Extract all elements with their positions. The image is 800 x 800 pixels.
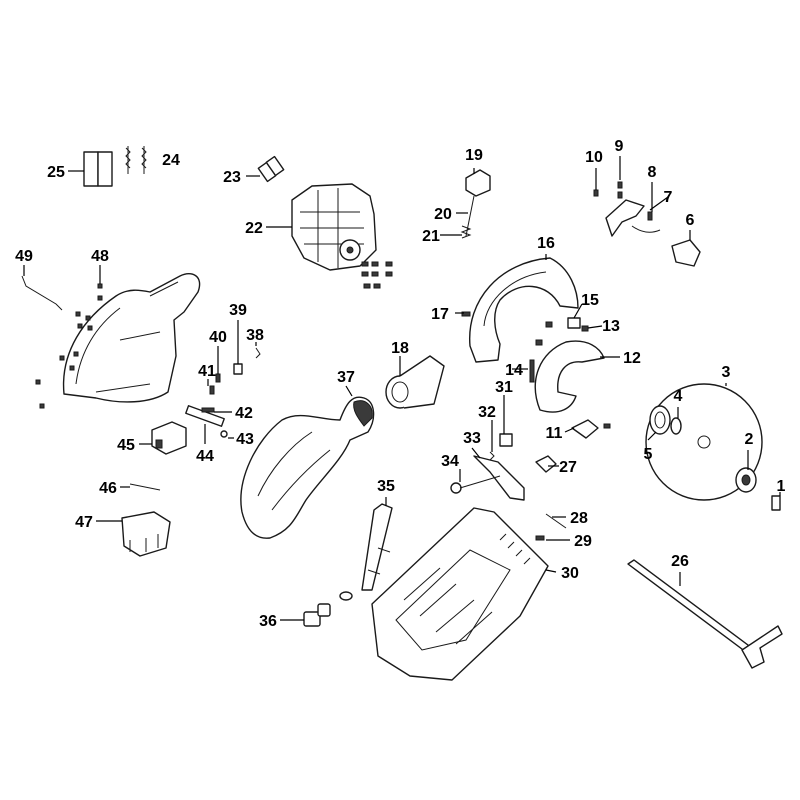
callout-5: 5 xyxy=(644,446,653,463)
callout-47: 47 xyxy=(75,514,93,531)
callout-11: 11 xyxy=(546,425,563,442)
part-1-bolt xyxy=(771,495,781,511)
callout-21: 21 xyxy=(422,228,440,245)
part-11-lever xyxy=(571,419,611,439)
callout-16: 16 xyxy=(537,235,555,252)
callout-42: 42 xyxy=(235,405,253,422)
callout-35: 35 xyxy=(377,478,395,495)
callout-23: 23 xyxy=(223,169,241,186)
part-27-34-depth-adjust xyxy=(450,433,557,501)
callout-4: 4 xyxy=(674,388,683,405)
callout-20: 20 xyxy=(434,206,452,223)
callout-40: 40 xyxy=(209,329,227,346)
callout-8: 8 xyxy=(648,164,657,181)
callout-labels: 1 2 3 4 5 6 7 8 9 10 11 12 13 14 15 16 1… xyxy=(15,138,785,630)
part-45-switch xyxy=(151,421,187,455)
part-35-depth-bracket xyxy=(339,503,393,601)
callout-31: 31 xyxy=(495,379,513,396)
leader-lines xyxy=(23,156,781,621)
part-6-to-10-switch-assembly xyxy=(593,181,701,267)
callout-24: 24 xyxy=(162,152,180,169)
callout-25: 25 xyxy=(47,164,65,181)
part-28-29-pins xyxy=(535,513,567,541)
callout-30: 30 xyxy=(561,565,579,582)
callout-17: 17 xyxy=(431,306,449,323)
callout-46: 46 xyxy=(99,480,117,497)
callout-12: 12 xyxy=(623,350,641,367)
part-37-handle-housing xyxy=(240,396,375,539)
callout-29: 29 xyxy=(574,533,592,550)
part-2-flange xyxy=(735,467,757,493)
callout-48: 48 xyxy=(91,248,109,265)
part-14-pin xyxy=(529,359,535,383)
part-18-dust-port xyxy=(385,355,445,409)
part-19-20-21-shaft-lock xyxy=(460,169,491,239)
part-17-screw xyxy=(461,311,471,317)
callout-27: 27 xyxy=(559,459,577,476)
callout-7: 7 xyxy=(664,189,673,206)
part-30-base-plate xyxy=(371,507,549,681)
callout-34: 34 xyxy=(441,453,459,470)
part-25-carbon-brushes xyxy=(83,151,113,187)
callout-36: 36 xyxy=(259,613,277,630)
part-4-5-washers xyxy=(649,405,682,435)
callout-14: 14 xyxy=(505,362,523,379)
part-23-pads xyxy=(257,155,285,183)
callout-26: 26 xyxy=(671,553,689,570)
part-26-rip-fence xyxy=(627,559,783,669)
part-49-wire xyxy=(21,275,63,311)
part-42-44-switch-bar xyxy=(185,405,228,438)
part-24-springs xyxy=(125,146,147,174)
callout-38: 38 xyxy=(246,327,264,344)
callout-1: 1 xyxy=(777,478,786,495)
part-12-lower-guard xyxy=(534,340,605,413)
callout-3: 3 xyxy=(722,364,731,381)
callout-15: 15 xyxy=(581,292,599,309)
part-16-upper-guard xyxy=(469,257,579,363)
callout-10: 10 xyxy=(585,149,603,166)
callout-28: 28 xyxy=(570,510,588,527)
callout-2: 2 xyxy=(745,431,754,448)
callout-6: 6 xyxy=(686,212,695,229)
part-46-wire xyxy=(129,483,161,491)
callout-33: 33 xyxy=(463,430,481,447)
callout-18: 18 xyxy=(391,340,409,357)
callout-41: 41 xyxy=(198,363,216,380)
part-3-saw-blade xyxy=(645,383,763,501)
callout-32: 32 xyxy=(478,404,496,421)
callout-49: 49 xyxy=(15,248,33,265)
callout-22: 22 xyxy=(245,220,263,237)
callout-37: 37 xyxy=(337,369,355,386)
callout-44: 44 xyxy=(196,448,214,465)
part-36-knob xyxy=(303,603,331,627)
callout-45: 45 xyxy=(117,437,135,454)
part-22-motor xyxy=(291,183,393,289)
part-47-battery-terminal xyxy=(121,511,171,557)
part-13-15-fasteners xyxy=(535,317,589,346)
callout-13: 13 xyxy=(602,318,620,335)
callout-19: 19 xyxy=(465,147,483,164)
callout-9: 9 xyxy=(615,138,624,155)
part-48-left-housing xyxy=(35,273,201,409)
callout-39: 39 xyxy=(229,302,247,319)
callout-43: 43 xyxy=(236,431,254,448)
